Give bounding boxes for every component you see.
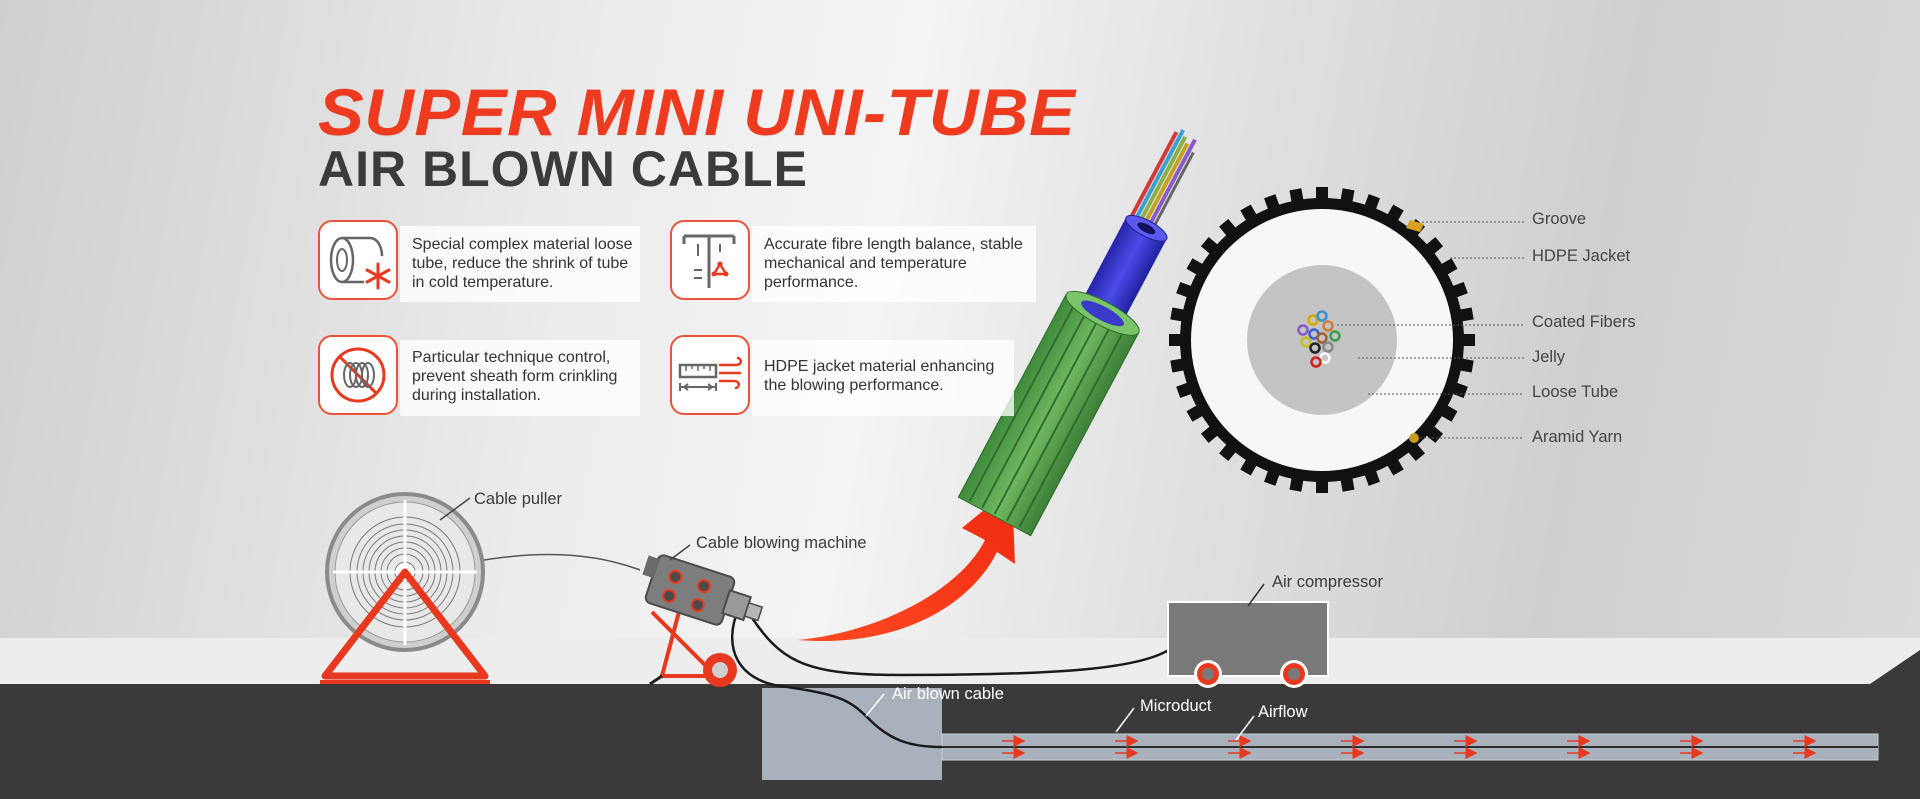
tension-balance-icon <box>682 234 736 288</box>
air-blown-cable-leader <box>865 693 885 717</box>
feature-1-text: Special complex material loose tube, red… <box>412 236 633 291</box>
feature-2-text: Accurate fibre length balance, stable me… <box>764 236 1023 291</box>
airflow-arrows <box>1002 735 1817 759</box>
feature-3-background <box>400 340 640 416</box>
cable-reel <box>320 492 490 684</box>
cable-cross-section <box>1169 187 1475 493</box>
air-blown-cable-path <box>731 609 943 749</box>
label-loose-tube: Loose Tube <box>1532 383 1619 401</box>
label-aramid-yarn: Aramid Yarn <box>1532 428 1623 446</box>
feature-4-background <box>752 340 1014 416</box>
label-groove: Groove <box>1532 210 1587 228</box>
feature-3-icon-box <box>318 335 398 415</box>
microduct-leader <box>1115 707 1135 733</box>
label-air-blown-cable: Air blown cable <box>892 685 1004 703</box>
airflow-leader <box>1235 715 1255 741</box>
air-hose <box>746 611 1176 677</box>
cable-model <box>957 129 1197 537</box>
floor-band <box>0 638 1920 684</box>
feature-2-background <box>752 226 1036 302</box>
label-jelly: Jelly <box>1532 348 1566 366</box>
label-coated-fibers: Coated Fibers <box>1532 313 1636 331</box>
cable-blowing-machine <box>642 554 764 687</box>
feature-1-background <box>400 226 640 302</box>
ground-step <box>1870 650 1920 684</box>
blowing-ruler-icon <box>678 356 742 391</box>
coated-fibers <box>1297 310 1341 368</box>
label-microduct: Microduct <box>1140 697 1212 715</box>
label-hdpe-jacket: HDPE Jacket <box>1532 247 1631 265</box>
cable-puller-leader <box>439 497 471 521</box>
blowing-machine-leader <box>669 544 691 561</box>
air-compressor <box>1167 601 1329 688</box>
label-cable-blowing-machine: Cable blowing machine <box>696 534 867 552</box>
feature-3-text: Particular technique control, prevent sh… <box>412 349 618 404</box>
title-sub: AIR BLOWN CABLE <box>318 141 808 197</box>
feature-4-text: HDPE jacket material enhancing the blowi… <box>764 358 995 394</box>
feature-1-icon-box <box>318 220 398 300</box>
title-main: SUPER MINI UNI-TUBE <box>318 75 1076 149</box>
no-crinkle-icon <box>330 347 386 403</box>
cross-section-leaders <box>1337 221 1524 439</box>
label-airflow: Airflow <box>1258 703 1308 721</box>
label-cable-puller: Cable puller <box>474 490 563 508</box>
compressor-leader <box>1247 583 1265 607</box>
tube-snowflake-icon <box>329 236 391 290</box>
feature-2-icon-box <box>670 220 750 300</box>
feature-4-icon-box <box>670 335 750 415</box>
label-air-compressor: Air compressor <box>1272 573 1383 591</box>
